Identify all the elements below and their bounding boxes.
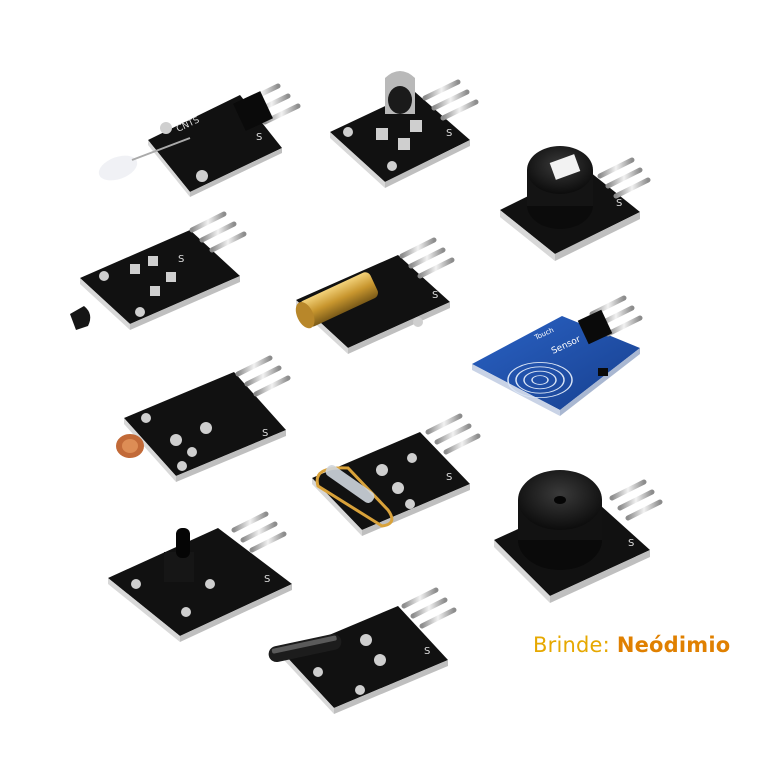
reed-switch-module: S	[312, 413, 481, 536]
passive-buzzer-module: S	[494, 470, 663, 603]
ir-led-module: CNTS	[98, 83, 301, 197]
ir-receiver-s-label: S	[446, 128, 452, 139]
temperature-s-label: S	[178, 254, 184, 265]
tilt-s-label: S	[424, 646, 430, 657]
active-buzzer-module	[500, 146, 651, 261]
photoresistor-s-label: S	[262, 428, 268, 439]
photoresistor-module: S	[116, 355, 291, 482]
tap-s-label: S	[264, 574, 270, 585]
tilt-switch-module: S	[268, 587, 457, 714]
gift-caption: Brinde: Neódimio	[533, 633, 730, 657]
active-buzzer-s-label: S	[616, 198, 622, 209]
ir-receiver-module	[330, 71, 479, 188]
reed-s-label: S	[446, 472, 452, 483]
laser-s-label: S	[432, 290, 438, 301]
caption-value: Neódimio	[616, 633, 731, 657]
touch-sensor-module: Sensor Touch	[472, 295, 643, 416]
temperature-sensor-module: S	[70, 211, 247, 330]
laser-module: S	[295, 237, 455, 354]
tap-switch-module: S	[108, 511, 292, 642]
caption-label: Brinde:	[533, 633, 610, 657]
ir-led-s-label: S	[256, 132, 262, 143]
passive-buzzer-s-label: S	[628, 538, 634, 549]
